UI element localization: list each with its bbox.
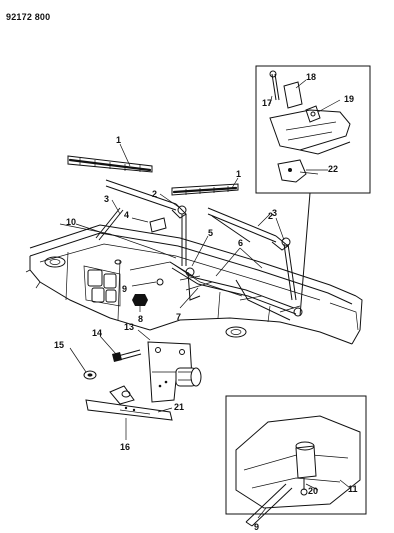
callout-5: 5 [208,228,213,238]
wiper-motor [175,367,202,387]
inset-connector-line [299,192,311,317]
callout-9: 9 [254,522,259,532]
washer-hose [59,207,243,297]
callout-1: 1 [116,135,121,145]
callout-15: 15 [54,340,64,350]
callout-2: 2 [152,189,157,199]
inset-pump-detail [225,395,367,527]
callout-14: 14 [92,328,102,338]
callout-22: 22 [328,164,338,174]
motor-bracket [147,341,193,403]
callout-7: 7 [176,312,181,322]
callout-19: 19 [344,94,354,104]
callout-18: 18 [306,72,316,82]
pivot-nut-right [281,237,291,247]
callout-21: 21 [174,402,184,412]
callout-11: 11 [348,484,358,494]
callout-16: 16 [120,442,130,452]
mounting-nut [132,294,148,306]
callout-20: 20 [308,486,318,496]
left-wiper-blade [67,155,153,173]
callout-6: 6 [238,238,243,248]
hose-connector [156,278,164,286]
callout-13: 13 [124,322,134,332]
drive-link [85,385,173,421]
washer [83,370,97,380]
callout-17: 17 [262,98,272,108]
pivot-nut-left [177,205,187,215]
document-number: 92172 800 [6,12,50,22]
left-wiper-arm [105,179,187,219]
inset-reservoir-detail [255,65,371,194]
callout-10: 10 [66,217,76,227]
wiper-linkage [169,214,303,321]
linkage-bracket [149,217,167,233]
callout-9: 9 [122,284,127,294]
callout-3: 3 [104,194,109,204]
callout-4: 4 [124,210,129,220]
bolt [112,349,142,362]
right-wiper-blade [171,183,239,196]
callout-1: 1 [236,169,241,179]
callout-2: 2 [268,211,273,221]
callout-labels: 1 1 2 2 3 3 4 5 6 7 8 9 9 10 11 13 14 15… [54,72,358,532]
callout-8: 8 [138,314,143,324]
callout-3: 3 [272,208,277,218]
cowl-panel [25,224,363,345]
leader-lines [69,79,351,519]
